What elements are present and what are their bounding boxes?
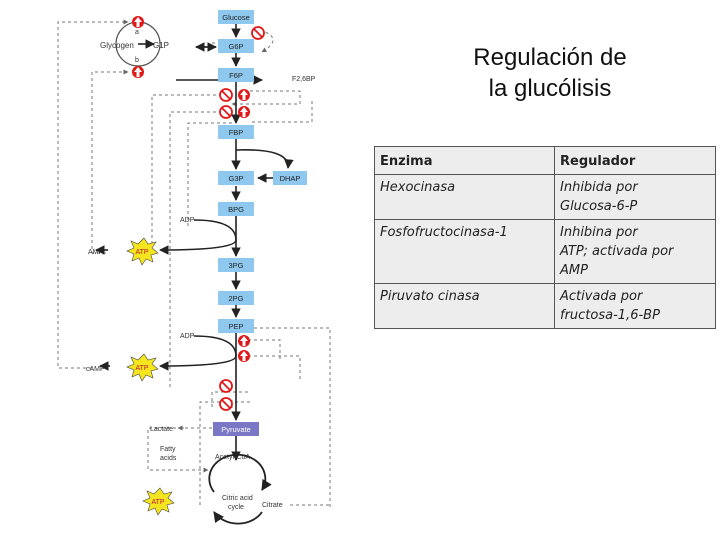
box-pyruvate bbox=[213, 422, 259, 436]
citric-acid-cycle bbox=[208, 453, 272, 525]
cell-enzyme: Piruvato cinasa bbox=[374, 283, 555, 329]
inhibition-icon-pk-2 bbox=[219, 397, 233, 411]
atp-star-2: ATP bbox=[126, 353, 159, 382]
table-row: Fosfofructocinasa-1 Inhibina por ATP; ac… bbox=[374, 219, 716, 284]
pathway-labels: Glucose G6P F6P FBP G3P DHAP BPG 3PG 2PG… bbox=[221, 13, 300, 434]
label-acetyl-coa: Acetyl-CoA bbox=[215, 454, 250, 461]
inhibition-icon-pk-1 bbox=[219, 379, 233, 393]
slide-title: Regulación de la glucólisis bbox=[400, 42, 700, 104]
header-regulador: Regulador bbox=[554, 146, 716, 175]
activation-icon-glycogen-a bbox=[132, 16, 144, 28]
box-g6p bbox=[218, 39, 254, 53]
activation-icon-pfk-1 bbox=[238, 89, 250, 101]
label-f6p: F6P bbox=[229, 71, 243, 80]
label-2pg: 2PG bbox=[228, 294, 243, 303]
glycolysis-diagram: Glycogen G1P a b Glucose G6P F6P FBP G3P bbox=[57, 10, 331, 525]
box-g3p bbox=[218, 171, 254, 185]
label-fatty-acids-2: acids bbox=[160, 455, 177, 462]
activation-icon-pk-1 bbox=[238, 335, 250, 347]
label-bpg: BPG bbox=[228, 205, 244, 214]
cell-regulator: Inhibina por ATP; activada por AMP bbox=[554, 219, 716, 284]
box-glucose bbox=[218, 10, 254, 24]
glycogen-label: Glycogen bbox=[100, 41, 134, 50]
inhibition-icon-pfk-2 bbox=[219, 105, 233, 119]
atp-star-1: ATP bbox=[126, 237, 159, 266]
label-pyruvate: Pyruvate bbox=[221, 425, 251, 434]
atp-label-3: ATP bbox=[151, 499, 164, 506]
box-2pg bbox=[218, 291, 254, 305]
label-3pg: 3PG bbox=[228, 261, 243, 270]
box-bpg bbox=[218, 202, 254, 216]
branch-a-label: a bbox=[135, 29, 139, 36]
pathway-boxes bbox=[213, 10, 307, 436]
label-f26bp: F2,6BP bbox=[292, 76, 316, 83]
title-line-2: la glucólisis bbox=[488, 75, 612, 102]
label-g6p: G6P bbox=[228, 42, 243, 51]
side-labels: F2,6BP ADP ADP AMP cAMP Lactate Fatty ac… bbox=[86, 76, 316, 511]
box-f6p bbox=[218, 68, 254, 82]
atp-star-3: ATP bbox=[142, 487, 175, 516]
atp-label-2: ATP bbox=[135, 365, 148, 372]
cell-regulator: Activada por fructosa-1,6-BP bbox=[554, 283, 716, 329]
label-camp: cAMP bbox=[86, 366, 105, 373]
glycogen-module: Glycogen G1P a b bbox=[100, 16, 169, 78]
table-header-row: Enzima Regulador bbox=[374, 146, 716, 175]
title-line-1: Regulación de bbox=[473, 44, 627, 71]
label-adp-2: ADP bbox=[180, 333, 195, 340]
label-fbp: FBP bbox=[229, 128, 244, 137]
box-dhap bbox=[273, 171, 307, 185]
activation-icon-pfk-2 bbox=[238, 106, 250, 118]
box-fbp bbox=[218, 125, 254, 139]
activation-icon-pk-2 bbox=[238, 350, 250, 362]
feedback-lines bbox=[57, 19, 331, 510]
cell-enzyme: Fosfofructocinasa-1 bbox=[374, 219, 555, 284]
label-citric-acid-2: cycle bbox=[228, 504, 244, 511]
box-3pg bbox=[218, 258, 254, 272]
header-enzima: Enzima bbox=[374, 146, 555, 175]
label-glucose: Glucose bbox=[222, 13, 250, 22]
box-pep bbox=[218, 319, 254, 333]
cell-enzyme: Hexocinasa bbox=[374, 174, 555, 220]
g1p-label: G1P bbox=[153, 41, 169, 50]
branch-b-label: b bbox=[135, 57, 139, 64]
table-row: Hexocinasa Inhibida por Glucosa-6-P bbox=[374, 174, 716, 220]
table-row: Piruvato cinasa Activada por fructosa-1,… bbox=[374, 283, 716, 329]
label-g3p: G3P bbox=[228, 174, 243, 183]
activation-icon-glycogen-b bbox=[132, 66, 144, 78]
label-dhap: DHAP bbox=[280, 174, 301, 183]
label-pep: PEP bbox=[228, 322, 243, 331]
inhibition-icon-hexokinase bbox=[251, 26, 265, 40]
label-citric-acid-1: Citric acid bbox=[222, 495, 253, 502]
inhibition-icon-pfk-1 bbox=[219, 88, 233, 102]
atp-label-1: ATP bbox=[135, 249, 148, 256]
label-citrate: Citrate bbox=[262, 502, 283, 509]
label-fatty-acids-1: Fatty bbox=[160, 446, 176, 453]
regulation-table: Enzima Regulador Hexocinasa Inhibida por… bbox=[374, 146, 716, 329]
label-adp-1: ADP bbox=[180, 217, 195, 224]
pathway-arrows bbox=[138, 24, 294, 461]
cell-regulator: Inhibida por Glucosa-6-P bbox=[554, 174, 716, 220]
label-lactate: Lactate bbox=[150, 426, 173, 433]
